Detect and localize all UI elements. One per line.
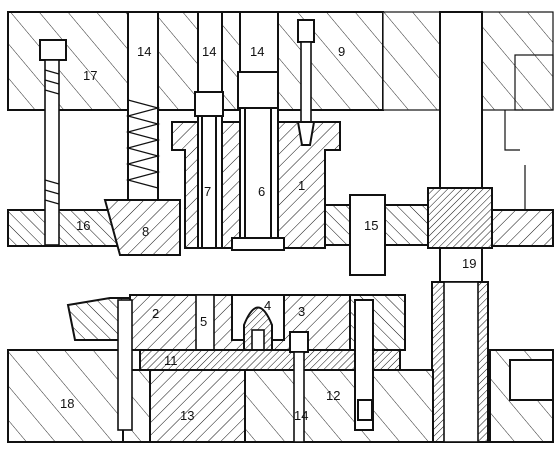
punch-6 bbox=[231, 71, 285, 251]
label-5: 5 bbox=[200, 314, 207, 329]
screw-9 bbox=[296, 19, 316, 146]
label-17: 17 bbox=[83, 68, 97, 83]
label-9: 9 bbox=[338, 44, 345, 59]
label-14-a: 14 bbox=[137, 44, 151, 59]
label-3: 3 bbox=[298, 304, 305, 319]
label-14-d: 14 bbox=[294, 408, 308, 423]
bolt-17 bbox=[39, 39, 67, 246]
label-2: 2 bbox=[152, 306, 159, 321]
spring bbox=[125, 99, 161, 189]
label-11: 11 bbox=[164, 353, 178, 368]
side-bracket bbox=[504, 110, 526, 210]
label-18: 18 bbox=[60, 396, 74, 411]
block-15 bbox=[349, 194, 386, 276]
label-15: 15 bbox=[364, 218, 378, 233]
label-8: 8 bbox=[142, 224, 149, 239]
label-14-b: 14 bbox=[202, 44, 216, 59]
part-labels: 17 14 14 14 9 7 6 1 16 8 15 19 2 5 4 3 1… bbox=[60, 44, 476, 423]
label-19: 19 bbox=[462, 256, 476, 271]
die-screws bbox=[117, 299, 374, 443]
bottom-plate bbox=[7, 349, 554, 443]
label-13: 13 bbox=[180, 408, 194, 423]
label-4: 4 bbox=[264, 298, 271, 313]
label-6: 6 bbox=[258, 184, 265, 199]
label-7: 7 bbox=[204, 184, 211, 199]
punch-7 bbox=[194, 91, 224, 249]
label-14-c: 14 bbox=[250, 44, 264, 59]
label-12: 12 bbox=[326, 388, 340, 403]
label-1: 1 bbox=[298, 178, 305, 193]
guide-pillar-19 bbox=[427, 11, 493, 443]
label-16: 16 bbox=[76, 218, 90, 233]
